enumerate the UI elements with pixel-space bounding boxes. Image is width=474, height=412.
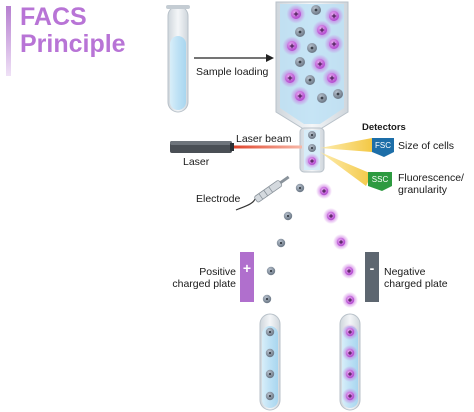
laser-beam — [234, 145, 302, 149]
title-accent-bar — [6, 6, 11, 76]
positive-cell-icon — [286, 4, 306, 24]
electrode-label: Electrode — [196, 193, 241, 205]
positive-cell-icon — [282, 36, 302, 56]
positive-cell-icon — [322, 68, 342, 88]
ssc-badge-icon — [368, 172, 392, 191]
laser-beam-label: Laser beam — [236, 133, 292, 145]
positive-cell-icon — [312, 20, 332, 40]
positive-cell-icon — [290, 86, 310, 106]
negative-cell-icon — [265, 327, 275, 337]
negative-cell-icon — [308, 144, 316, 152]
negative-cell-icon — [266, 266, 276, 276]
ssc-description-line-2: granularity — [398, 184, 448, 196]
sample-loading-arrow — [194, 54, 274, 62]
electrode — [235, 175, 290, 211]
positive-cell-icon — [324, 6, 344, 26]
title-line-1: FACS — [20, 3, 87, 31]
negative-plate — [365, 252, 379, 302]
positive-plate — [240, 252, 254, 302]
negative-plate-label: Negative charged plate — [384, 266, 448, 290]
stream-cells — [262, 131, 358, 404]
negative-cell-icon — [265, 391, 275, 401]
positive-plate-label: Positive charged plate — [160, 266, 236, 290]
positive-cell-icon — [316, 183, 332, 199]
positive-sign: + — [242, 260, 252, 276]
negative-cell-icon — [276, 238, 286, 248]
collection-tube-left — [259, 313, 281, 411]
laser-label: Laser — [183, 156, 210, 168]
positive-cell-icon — [324, 34, 344, 54]
fsc-badge-text: FSC — [375, 141, 391, 150]
positive-cell-icon — [342, 345, 358, 361]
positive-plate-label-line-2: charged plate — [172, 278, 236, 290]
positive-cell-icon — [341, 263, 357, 279]
negative-cell-icon — [295, 57, 305, 67]
negative-cell-icon — [307, 43, 317, 53]
negative-cell-icon — [311, 5, 321, 15]
positive-cell-icon — [342, 324, 358, 340]
negative-cell-icon — [333, 89, 343, 99]
negative-cell-icon — [317, 93, 327, 103]
detector-beams — [320, 138, 372, 186]
positive-cell-icon — [304, 153, 320, 169]
negative-cell-icon — [295, 183, 305, 193]
positive-cell-icon — [342, 388, 358, 404]
negative-cell-icon — [265, 348, 275, 358]
detectors-label: Detectors — [362, 122, 406, 133]
negative-cell-icon — [305, 75, 315, 85]
positive-plate-label-line-1: Positive — [199, 266, 236, 278]
negative-plate-label-line-1: Negative — [384, 266, 426, 278]
positive-cell-icon — [323, 208, 339, 224]
sample-loading-label: Sample loading — [196, 66, 269, 78]
laser-device — [170, 141, 234, 153]
fsc-description: Size of cells — [398, 140, 455, 152]
negative-cell-icon — [283, 211, 293, 221]
title-line-2: Principle — [20, 30, 126, 58]
page-title: FACS Principle — [20, 4, 126, 58]
negative-sign: - — [369, 260, 375, 276]
negative-cell-icon — [308, 131, 316, 139]
fsc-badge-icon — [372, 138, 394, 157]
negative-plate-label-line-2: charged plate — [384, 278, 448, 290]
ssc-description-line-1: Fluorescence/ — [398, 172, 464, 184]
ssc-badge-text: SSC — [371, 175, 389, 184]
positive-cell-icon — [310, 54, 330, 74]
positive-cell-icon — [342, 292, 358, 308]
negative-cell-icon — [265, 369, 275, 379]
negative-cell-icon — [262, 294, 272, 304]
chamber-cells — [280, 4, 344, 106]
negative-cell-icon — [295, 27, 305, 37]
positive-cell-icon — [280, 68, 300, 88]
positive-cell-icon — [342, 366, 358, 382]
sample-tube — [166, 5, 190, 113]
ssc-description: Fluorescence/ granularity — [398, 172, 464, 196]
positive-cell-icon — [333, 234, 349, 250]
